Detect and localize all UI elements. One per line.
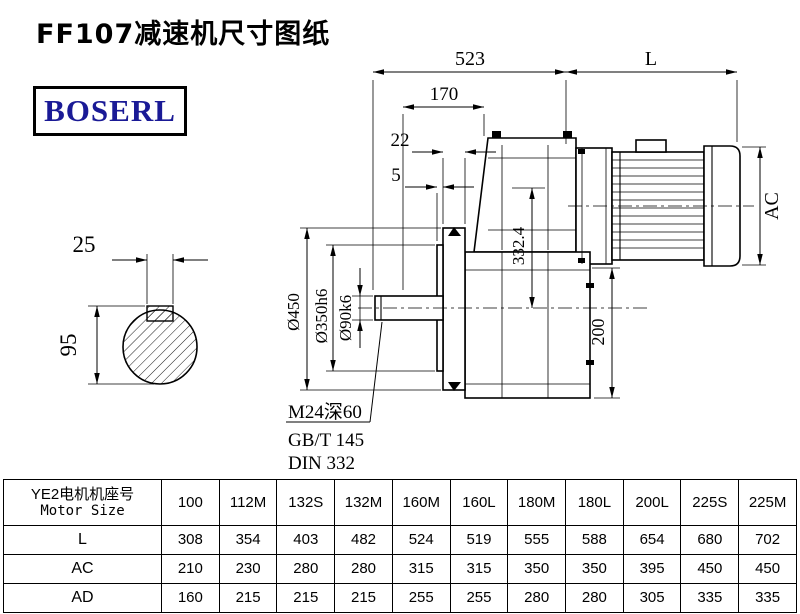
- cell: 354: [218, 525, 278, 555]
- cell: 215: [276, 583, 336, 613]
- row-label: AC: [3, 554, 162, 584]
- cell: 280: [565, 583, 624, 613]
- lower-housing: [464, 251, 591, 399]
- dim-overall-length: 523: [455, 48, 485, 70]
- row-label: AD: [3, 583, 162, 613]
- cell: 215: [218, 583, 278, 613]
- motor-size-header-en: Motor Size: [40, 503, 125, 520]
- cell: 255: [391, 583, 451, 613]
- cell: 280: [507, 583, 567, 613]
- cell: 280: [334, 554, 393, 584]
- col-header: 112M: [218, 479, 278, 526]
- cell: 403: [276, 525, 336, 555]
- cell: 305: [622, 583, 682, 613]
- motor-fins: [612, 159, 704, 249]
- shaft-end-notes: M24深60 GB/T 145 DIN 332: [286, 321, 383, 474]
- cell: 335: [680, 583, 740, 613]
- cell: 395: [622, 554, 682, 584]
- cell: 450: [738, 554, 797, 584]
- cell: 350: [565, 554, 624, 584]
- cell: 350: [507, 554, 567, 584]
- table-row-AD: AD 160 215 215 215 255 255 280 280 305 3…: [3, 583, 797, 613]
- cell: 280: [276, 554, 336, 584]
- cell: 555: [507, 525, 567, 555]
- shaft-section-view: 25 95: [56, 232, 208, 385]
- dim-200: 200: [588, 319, 608, 346]
- cell: 588: [565, 525, 624, 555]
- table-header-row: YE2电机机座号 Motor Size 100 112M 132S 132M 1…: [3, 479, 797, 526]
- motor-eyebolt: [635, 139, 667, 153]
- col-header: 225S: [680, 479, 740, 526]
- motor-size-header: YE2电机机座号 Motor Size: [3, 479, 162, 526]
- dim-motor-length: L: [645, 48, 657, 70]
- col-header: 200L: [622, 479, 682, 526]
- dim-22: 22: [391, 130, 410, 151]
- col-header: 180M: [507, 479, 567, 526]
- page-title: FF107减速机尺寸图纸: [36, 19, 331, 50]
- cell: 230: [218, 554, 278, 584]
- col-header: 132M: [334, 479, 393, 526]
- cell: 524: [391, 525, 451, 555]
- cell: 482: [334, 525, 393, 555]
- dim-shaft-dia: Ø90k6: [336, 295, 355, 341]
- brand-logo: BOSERL: [33, 86, 187, 136]
- col-header: 100: [161, 479, 220, 526]
- cell: 702: [738, 525, 797, 555]
- table-row-AC: AC 210 230 280 280 315 315 350 350 395 4…: [3, 554, 797, 584]
- cell: 680: [680, 525, 740, 555]
- cell: 160: [161, 583, 220, 613]
- shaft-key: [146, 305, 174, 322]
- motor-size-header-cn: YE2电机机座号: [30, 485, 135, 503]
- note-din-standard: DIN 332: [288, 453, 355, 474]
- dim-section-height: 95: [56, 334, 81, 357]
- cell: 308: [161, 525, 220, 555]
- note-tap-hole: M24深60: [288, 401, 362, 423]
- col-header: 180L: [565, 479, 624, 526]
- cell: 315: [391, 554, 451, 584]
- cell: 315: [449, 554, 509, 584]
- col-header: 160L: [449, 479, 509, 526]
- col-header: 225M: [738, 479, 797, 526]
- dim-key-width: 25: [73, 232, 96, 257]
- col-header: 132S: [276, 479, 336, 526]
- brand-logo-text: BOSERL: [44, 93, 176, 128]
- cell: 335: [738, 583, 797, 613]
- dim-flange-od: Ø450: [284, 293, 303, 331]
- dimensions: 523 L 170 22 5 AC 3: [284, 48, 783, 399]
- dim-332: 332.4: [509, 226, 528, 265]
- dim-motor-diameter: AC: [761, 192, 783, 220]
- note-gb-standard: GB/T 145: [288, 430, 364, 451]
- cell: 654: [622, 525, 682, 555]
- cell: 519: [449, 525, 509, 555]
- col-header: 160M: [391, 479, 451, 526]
- output-flange: [442, 227, 466, 391]
- cell: 450: [680, 554, 740, 584]
- cell: 255: [449, 583, 509, 613]
- cell: 215: [334, 583, 393, 613]
- table-row-L: L 308 354 403 482 524 519 555 588 654 68…: [3, 525, 797, 555]
- dim-5: 5: [391, 165, 401, 186]
- dim-170: 170: [430, 84, 459, 105]
- dim-spigot-dia: Ø350h6: [312, 289, 331, 344]
- dimension-table: YE2电机机座号 Motor Size 100 112M 132S 132M 1…: [3, 479, 797, 613]
- row-label: L: [3, 525, 162, 555]
- gear-unit-view: [358, 131, 754, 399]
- cell: 210: [161, 554, 220, 584]
- technical-drawing: 25 95: [56, 48, 783, 474]
